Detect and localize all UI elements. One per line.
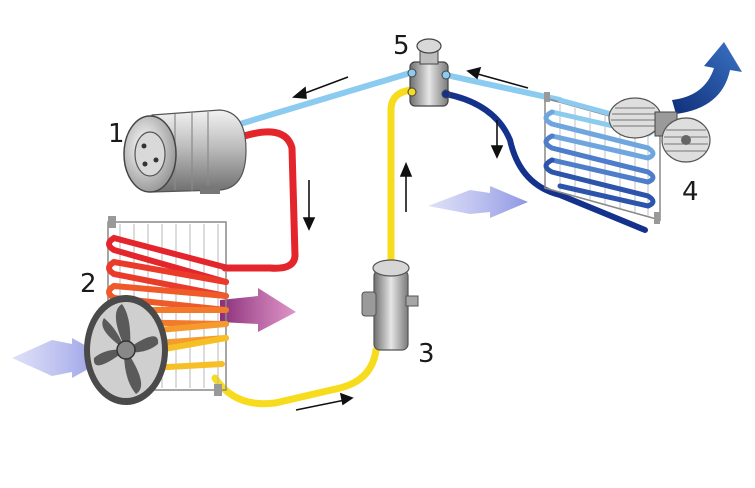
- valve-body: [409, 61, 449, 107]
- evaporator-inlet-line-dark-blue: [443, 91, 648, 233]
- drier-fitting: [405, 295, 419, 307]
- drier-bracket: [361, 291, 377, 317]
- valve-port: [407, 68, 417, 78]
- blower-hub: [681, 135, 691, 145]
- flow-arrow-down-icon: [490, 120, 504, 159]
- evaporator-outlet-line-light-blue: [443, 72, 563, 103]
- label-evaporator: 4: [682, 177, 699, 207]
- label-expansion-valve: 5: [393, 31, 410, 61]
- blower-vanes: [611, 107, 659, 127]
- valve-cap: [416, 38, 442, 54]
- condenser-mount: [214, 384, 222, 396]
- flow-arrow-up-icon: [399, 161, 413, 212]
- drier-top: [372, 259, 410, 277]
- flow-arrows: [291, 66, 529, 411]
- blower-wheel: [608, 97, 662, 139]
- label-condenser: 2: [80, 269, 97, 299]
- evaporator-mount: [654, 212, 660, 224]
- cooled-air-outflow-arrow: [672, 42, 742, 114]
- expansion-valve: [407, 38, 451, 107]
- liquid-line-yellow-lower: [211, 346, 380, 408]
- condenser-mount: [108, 216, 116, 228]
- valve-port: [441, 89, 451, 99]
- blower-fan: [608, 97, 711, 163]
- flow-arrow-left-icon: [291, 76, 349, 99]
- suction-line-light-blue: [237, 70, 413, 127]
- flow-arrow-left-icon: [466, 66, 529, 89]
- flow-arrow-down-icon: [302, 180, 316, 231]
- compressor-bolt: [153, 157, 159, 163]
- fan-hub: [116, 340, 136, 360]
- label-receiver-drier: 3: [418, 339, 435, 369]
- cabin-air-intake-arrow: [428, 186, 528, 218]
- compressor: [123, 109, 247, 194]
- compressor-bolt: [142, 161, 148, 167]
- valve-port: [441, 70, 451, 80]
- compressor-pulley: [134, 131, 166, 177]
- compressor-foot: [200, 186, 220, 194]
- drier-canister: [373, 269, 409, 351]
- compressor-bolt: [141, 143, 147, 149]
- discharge-line-red: [221, 128, 299, 272]
- outside-air-intake-arrow: [12, 338, 108, 378]
- blower-vanes: [664, 129, 708, 152]
- flow-arrow-right-icon: [295, 392, 354, 411]
- condenser-fan: [84, 295, 168, 405]
- receiver-drier: [361, 259, 419, 351]
- hot-air-exhaust-arrow: [220, 288, 296, 332]
- label-compressor: 1: [108, 119, 125, 149]
- evaporator-mount: [544, 92, 550, 102]
- valve-port: [407, 87, 417, 97]
